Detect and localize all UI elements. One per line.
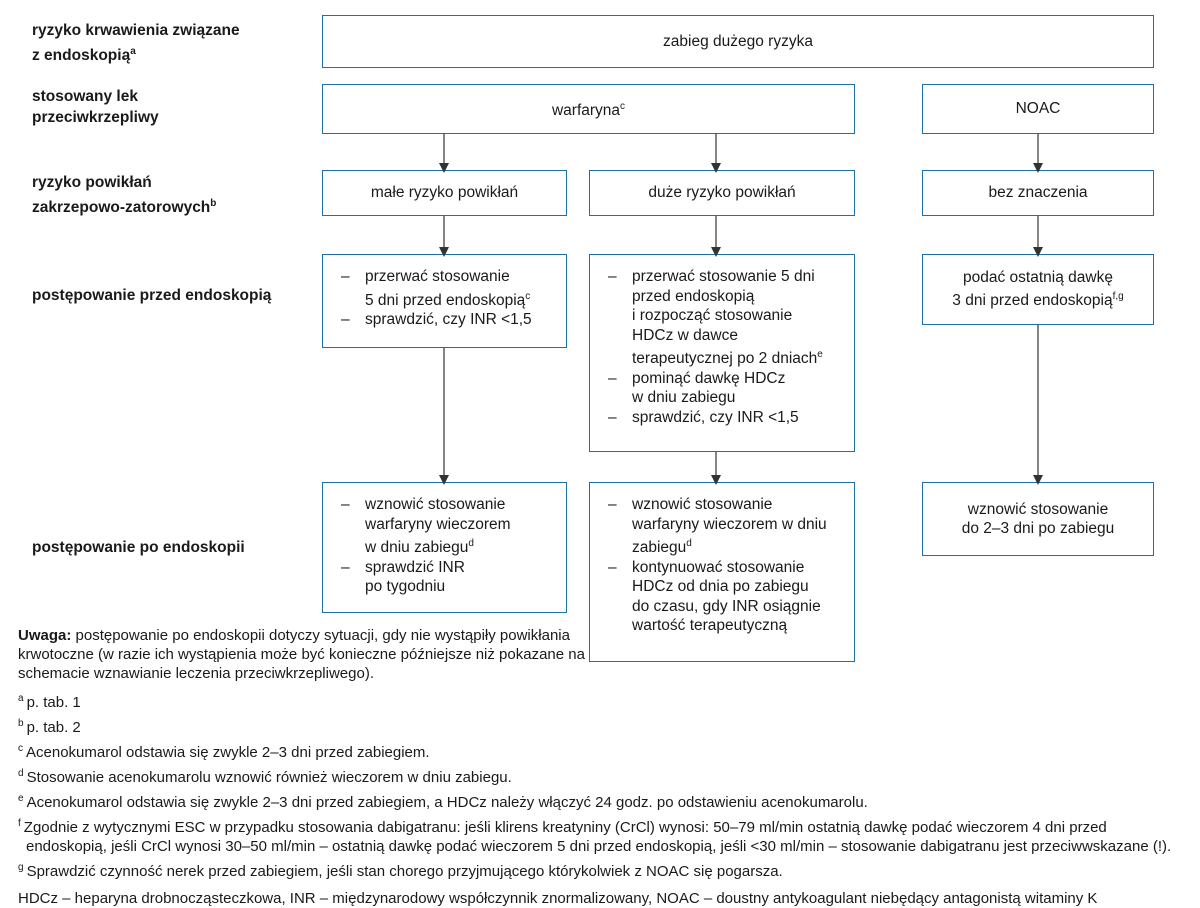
row-label-bleeding-risk: ryzyko krwawienia związane z endoskopiąa bbox=[32, 22, 240, 65]
list-item: – przerwać stosowanie 5 dni przed endosk… bbox=[608, 268, 823, 368]
list-item: – sprawdzić INR po tygodniu bbox=[341, 558, 465, 596]
list-item: – pominąć dawkę HDCz w dniu zabiegu bbox=[608, 369, 786, 407]
box-before-low-risk: – przerwać stosowanie 5 dni przed endosk… bbox=[322, 254, 567, 348]
list-item: – wznowić stosowanie warfaryny wieczorem… bbox=[608, 496, 827, 557]
footnote-f-continued: endoskopią, jeśli CrCl wynosi 30–50 ml/m… bbox=[26, 838, 1172, 855]
box-procedure: zabieg dużego ryzyka bbox=[322, 15, 1154, 68]
note-uwaga: Uwaga: postępowanie po endoskopii dotycz… bbox=[18, 627, 585, 682]
list-item: – sprawdzić, czy INR <1,5 bbox=[608, 408, 799, 426]
box-low-risk: małe ryzyko powikłań bbox=[322, 170, 567, 216]
list-item: – sprawdzić, czy INR <1,5 bbox=[341, 311, 532, 329]
box-warfarin: warfarynac bbox=[322, 84, 855, 134]
box-no-matter: bez znaczenia bbox=[922, 170, 1154, 216]
box-noac: NOAC bbox=[922, 84, 1154, 134]
box-before-high-risk: – przerwać stosowanie 5 dni przed endosk… bbox=[589, 254, 855, 452]
list-item: – wznowić stosowanie warfaryny wieczorem… bbox=[341, 496, 511, 557]
notes-section: Uwaga: postępowanie po endoskopii dotycz… bbox=[18, 626, 1188, 908]
row-label-after: postępowanie po endoskopii bbox=[32, 539, 245, 556]
row-label-before: postępowanie przed endoskopią bbox=[32, 287, 272, 304]
row-label-drug: stosowany lek przeciwkrzepliwy bbox=[32, 88, 159, 126]
box-after-noac: wznowić stosowanie do 2–3 dni po zabiegu bbox=[922, 482, 1154, 556]
box-high-risk: duże ryzyko powikłań bbox=[589, 170, 855, 216]
list-item: – przerwać stosowanie 5 dni przed endosk… bbox=[341, 268, 531, 309]
row-label-thrombo-risk: ryzyko powikłań zakrzepowo-zatorowychb bbox=[32, 174, 217, 217]
box-after-high-risk: – wznowić stosowanie warfaryny wieczorem… bbox=[589, 482, 855, 662]
list-item: – kontynuować stosowanie HDCz od dnia po… bbox=[608, 558, 821, 635]
box-before-noac: podać ostatnią dawkę 3 dni przed endosko… bbox=[922, 254, 1154, 325]
abbreviations: HDCz – heparyna drobnocząsteczkowa, INR … bbox=[18, 890, 1098, 907]
box-after-low-risk: – wznowić stosowanie warfaryny wieczorem… bbox=[322, 482, 567, 613]
